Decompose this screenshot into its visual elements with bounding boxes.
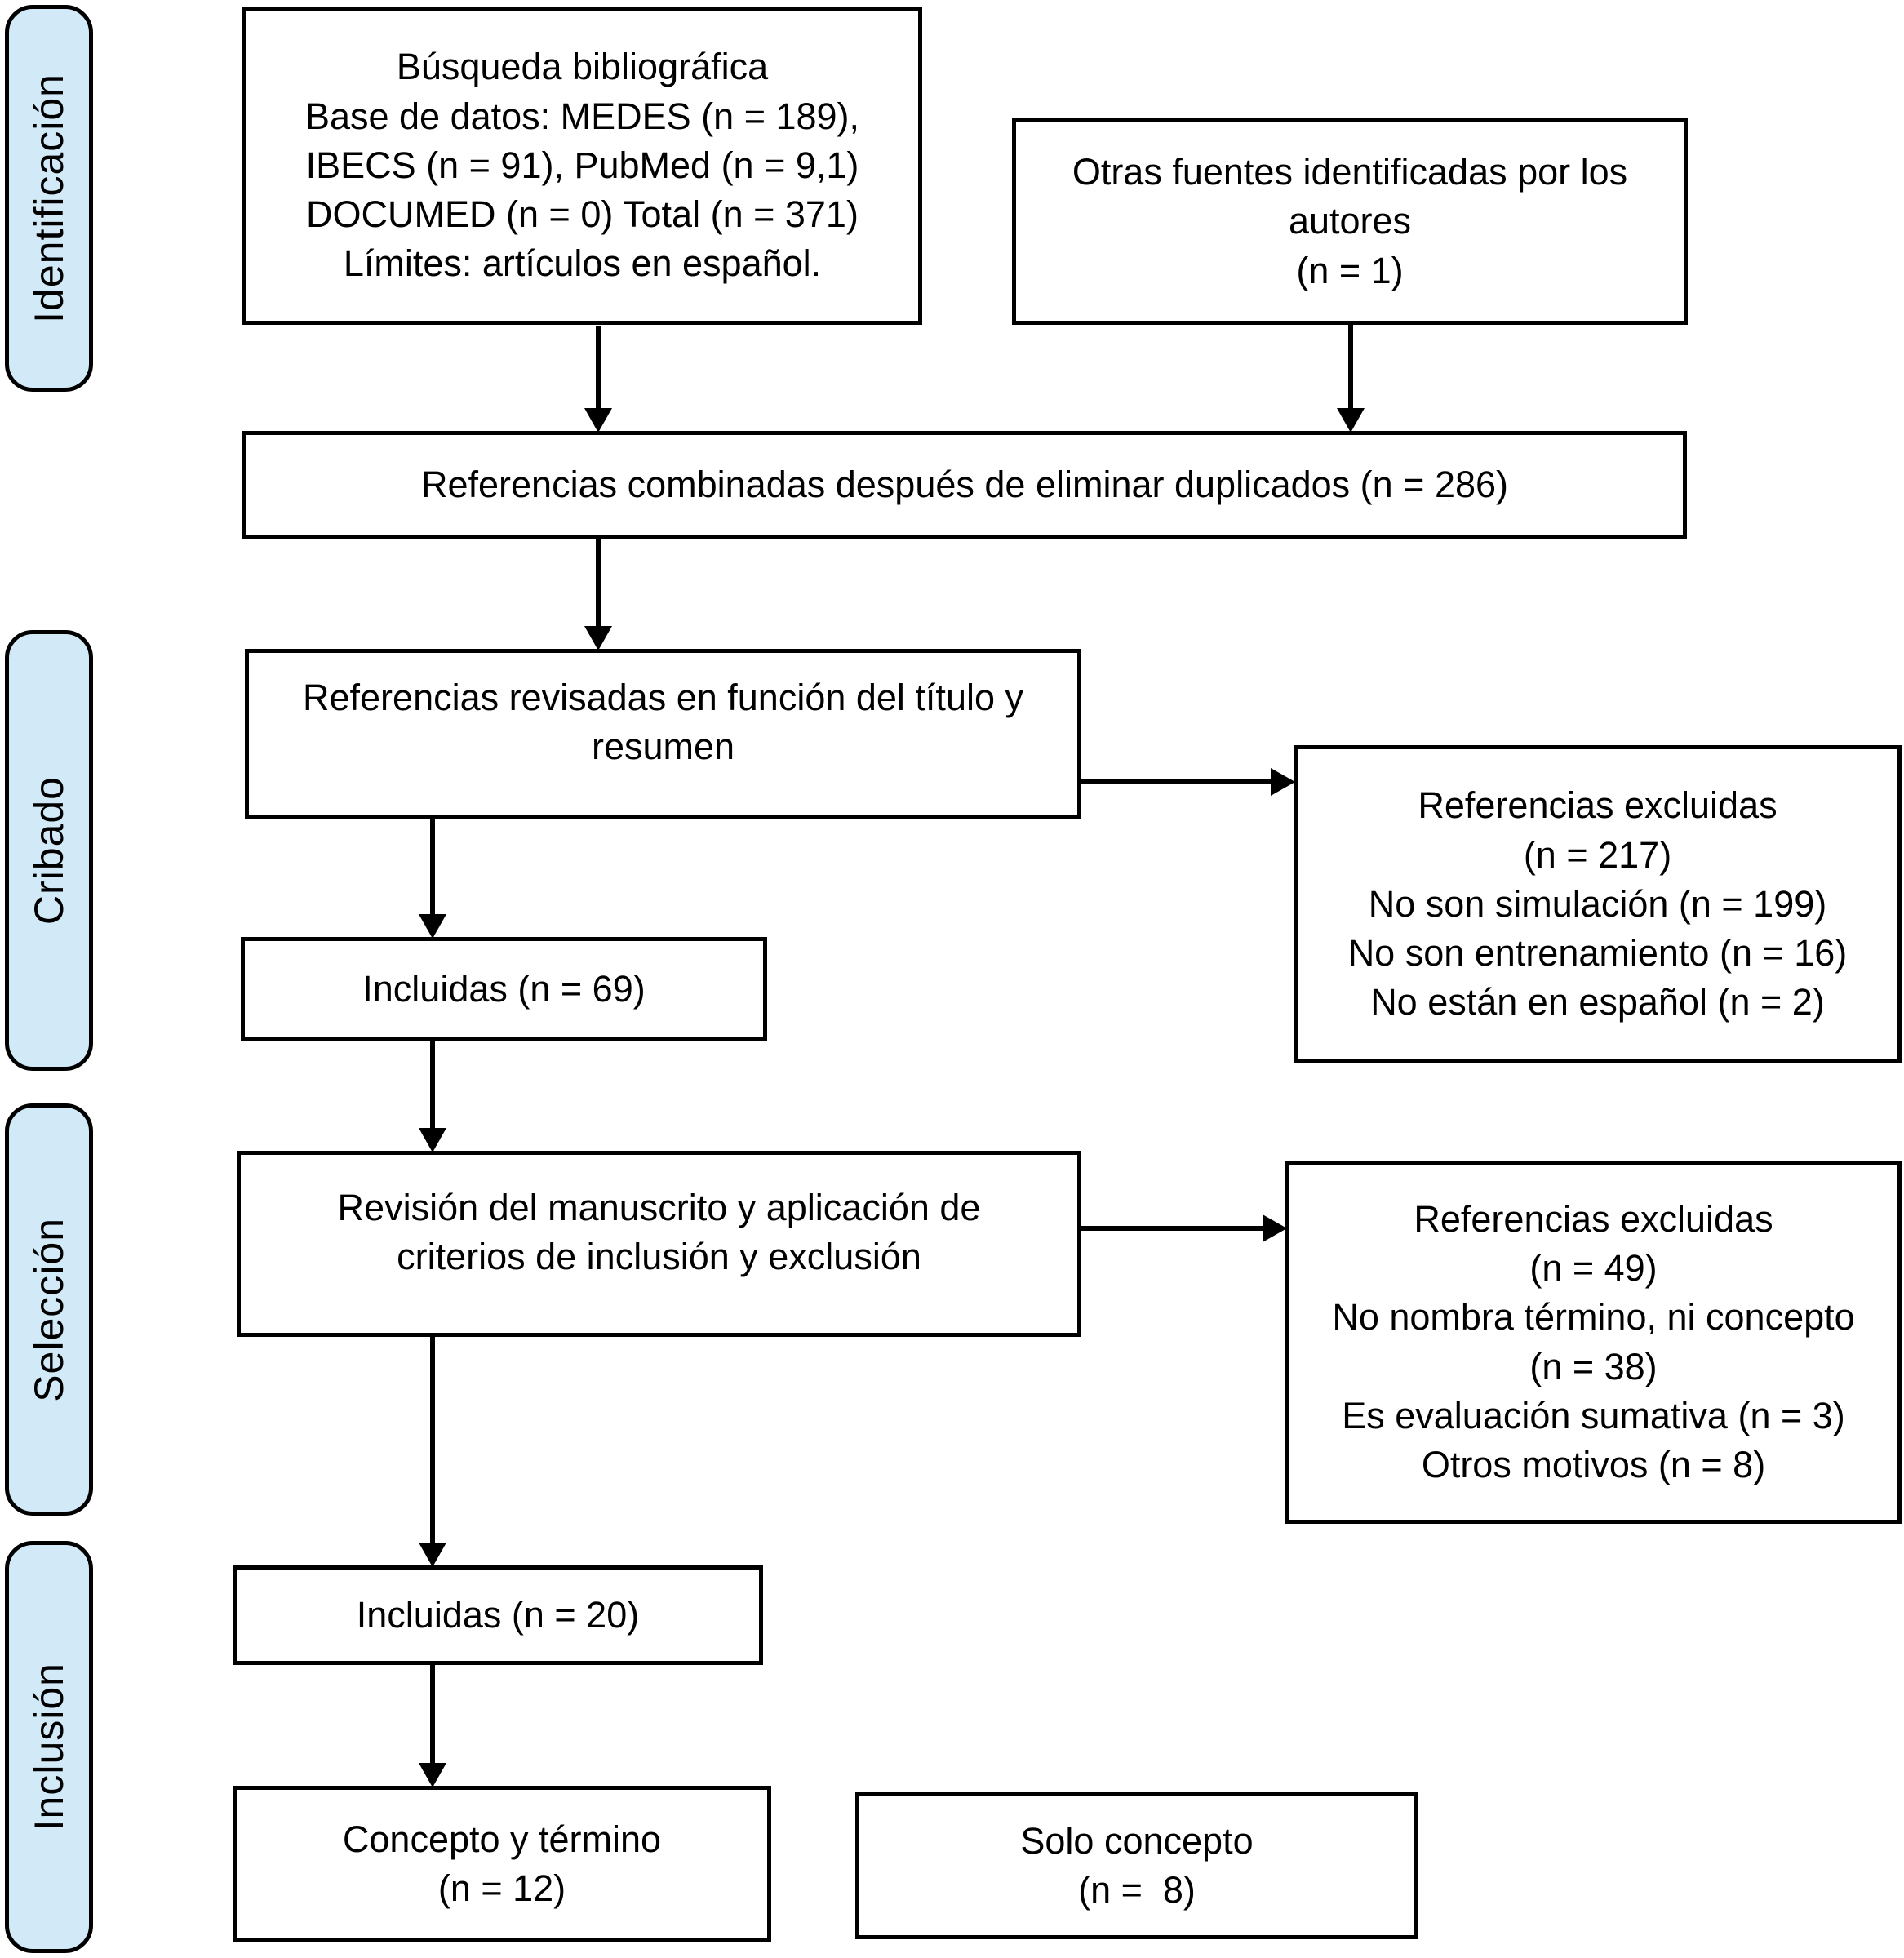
stage-identificacion-label: Identificación: [26, 73, 72, 323]
box-referencias-excluidas-seleccion: Referencias excluidas (n = 49) No nombra…: [1285, 1161, 1902, 1524]
arrow-incluidas-20-to-concepto-termino-line: [430, 1665, 435, 1763]
box-line: Referencias excluidas: [1414, 1197, 1773, 1240]
arrow-revisadas-to-incluidas-69-head: [419, 914, 446, 939]
box-referencias-excluidas-cribado: Referencias excluidas (n = 217) No son s…: [1294, 745, 1902, 1063]
arrow-combinadas-to-revisadas-line: [596, 539, 601, 626]
box-line: (n = 8): [1078, 1869, 1196, 1911]
arrow-revision-to-excluidas-49-head: [1263, 1214, 1287, 1242]
box-line: Solo concepto: [1020, 1819, 1254, 1862]
box-line: Límites: artículos en español.: [343, 242, 822, 285]
box-referencias-combinadas: Referencias combinadas después de elimin…: [242, 431, 1687, 539]
box-line: (n = 217): [1523, 833, 1672, 876]
box-line: Otras fuentes identificadas por los: [1072, 151, 1628, 193]
box-line: Referencias revisadas en función del tít…: [303, 677, 1023, 718]
stage-seleccion-label: Selección: [26, 1217, 72, 1402]
stage-identificacion: Identificación: [5, 5, 93, 392]
box-line: autores: [1288, 200, 1412, 242]
box-line: No son simulación (n = 199): [1368, 882, 1827, 925]
box-line: criterios de inclusión y exclusión: [397, 1236, 921, 1278]
box-line: (n = 12): [437, 1867, 566, 1909]
box-line: Otros motivos (n = 8): [1421, 1444, 1766, 1486]
box-line: No son entrenamiento (n = 16): [1347, 932, 1848, 975]
box-line: (n = 49): [1529, 1246, 1658, 1289]
box-line: No están en español (n = 2): [1370, 981, 1825, 1023]
arrow-otras-fuentes-to-combinadas-line: [1348, 325, 1353, 408]
box-line: No nombra término, ni concepto: [1332, 1296, 1855, 1339]
arrow-revisadas-to-excluidas-217-line: [1081, 779, 1271, 784]
stage-inclusion: Inclusión: [5, 1541, 93, 1953]
stage-cribado-label: Cribado: [26, 775, 72, 926]
arrow-revision-to-incluidas-20-head: [419, 1543, 446, 1567]
box-concepto-y-termino: Concepto y término (n = 12): [233, 1786, 771, 1942]
arrow-revisadas-to-incluidas-69-line: [430, 819, 435, 914]
arrow-busqueda-to-combinadas-head: [584, 408, 612, 433]
box-line: (n = 1): [1296, 249, 1404, 291]
box-line: Concepto y término: [342, 1818, 662, 1860]
box-line: (n = 38): [1529, 1345, 1658, 1387]
box-line: Referencias excluidas: [1418, 784, 1778, 827]
box-line: Referencias combinadas después de elimin…: [420, 463, 1509, 505]
box-solo-concepto: Solo concepto (n = 8): [855, 1792, 1418, 1939]
arrow-incluidas-69-to-revision-line: [430, 1041, 435, 1128]
box-busqueda-bibliografica: Búsqueda bibliográfica Base de datos: ME…: [242, 7, 922, 325]
arrow-combinadas-to-revisadas-head: [584, 626, 612, 650]
box-line: DOCUMED (n = 0) Total (n = 371): [306, 193, 859, 236]
stage-cribado: Cribado: [5, 630, 93, 1071]
arrow-revision-to-excluidas-49-line: [1081, 1226, 1263, 1231]
arrow-incluidas-20-to-concepto-termino-head: [419, 1763, 446, 1787]
box-line: Base de datos: MEDES (n = 189),: [304, 95, 860, 137]
stage-inclusion-label: Inclusión: [26, 1663, 72, 1831]
box-line: Incluidas (n = 69): [362, 967, 646, 1010]
box-line: IBECS (n = 91), PubMed (n = 9,1): [305, 144, 859, 186]
box-incluidas-69: Incluidas (n = 69): [241, 937, 767, 1041]
arrow-incluidas-69-to-revision-head: [419, 1128, 446, 1152]
box-line: resumen: [591, 726, 735, 768]
box-otras-fuentes: Otras fuentes identificadas por los auto…: [1012, 118, 1688, 325]
box-incluidas-20: Incluidas (n = 20): [233, 1565, 763, 1665]
stage-seleccion: Selección: [5, 1103, 93, 1516]
box-line: Búsqueda bibliográfica: [396, 46, 769, 88]
box-line: Es evaluación sumativa (n = 3): [1342, 1394, 1845, 1436]
arrow-revision-to-incluidas-20-line: [430, 1337, 435, 1543]
arrow-revisadas-to-excluidas-217-head: [1271, 768, 1295, 796]
box-referencias-revisadas: Referencias revisadas en función del tít…: [245, 649, 1081, 819]
box-line: Incluidas (n = 20): [356, 1593, 640, 1636]
box-revision-manuscrito: Revisión del manuscrito y aplicación de …: [237, 1151, 1081, 1337]
box-line: Revisión del manuscrito y aplicación de: [337, 1187, 981, 1228]
arrow-otras-fuentes-to-combinadas-head: [1337, 408, 1365, 433]
arrow-busqueda-to-combinadas-line: [596, 326, 601, 408]
